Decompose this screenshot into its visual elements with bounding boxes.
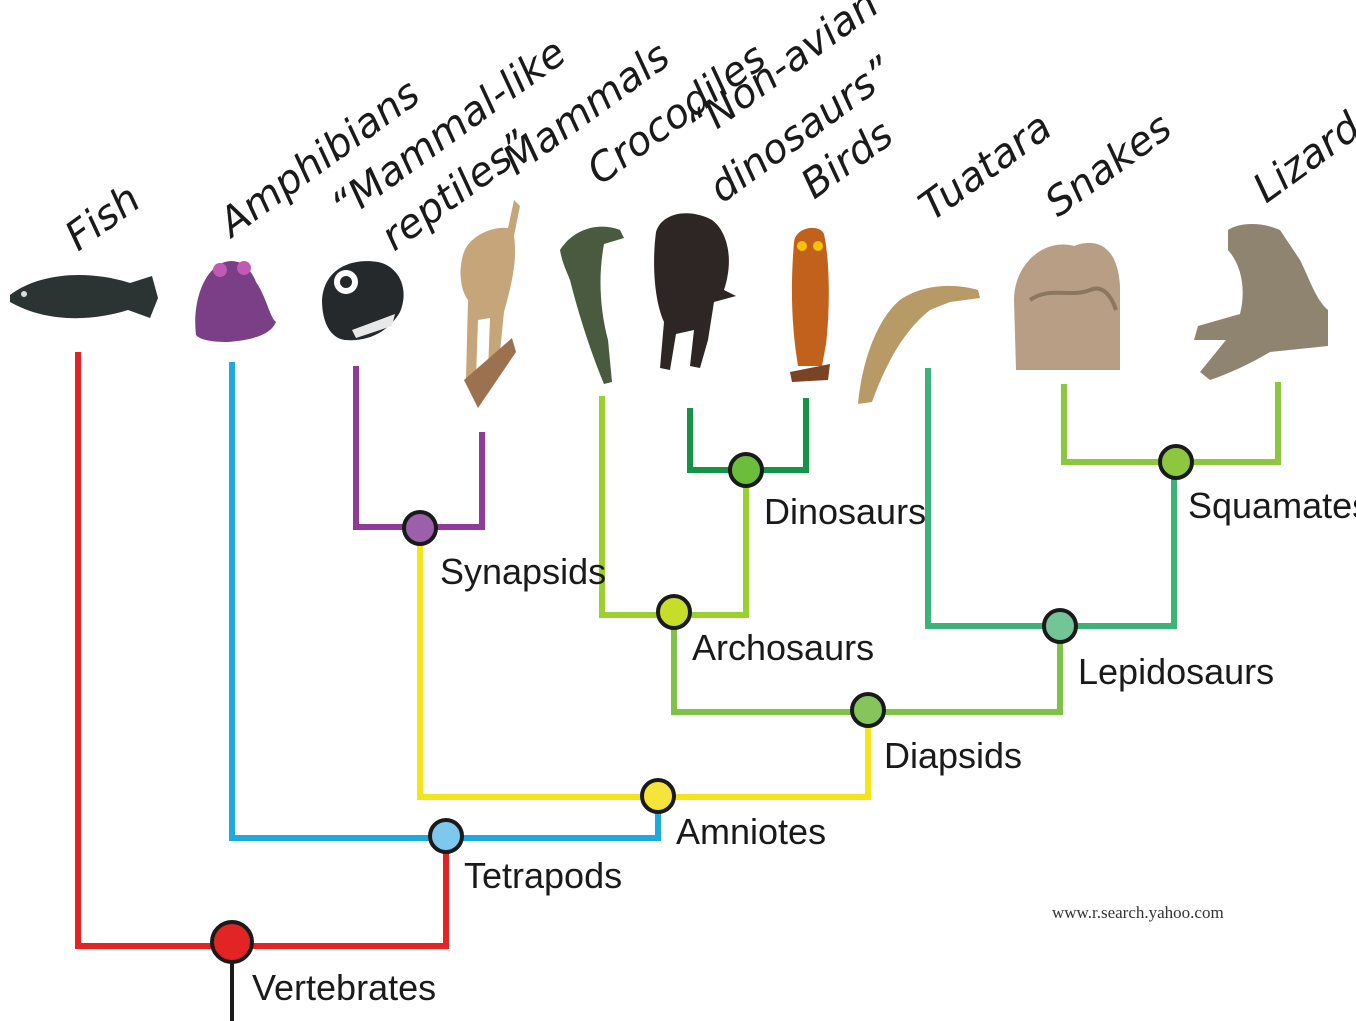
lepidosaurs-branch xyxy=(928,368,1174,626)
dinosaurs-node xyxy=(730,454,762,486)
tetrapods-label: Tetrapods xyxy=(464,855,622,896)
dinosaurs-label: Dinosaurs xyxy=(764,491,926,532)
tuatara-illustration xyxy=(858,286,980,404)
skull-illustration xyxy=(322,261,404,340)
diapsids-node xyxy=(852,694,884,726)
tetrapods-branch xyxy=(232,362,658,838)
archosaurs-label: Archosaurs xyxy=(692,627,874,668)
synapsids-branch xyxy=(356,366,482,527)
vertebrates-branch xyxy=(78,352,446,946)
owl-illustration xyxy=(790,228,830,382)
crocodile-illustration xyxy=(560,227,624,384)
taxon-fish: Fish xyxy=(57,176,149,260)
taxon-lizards: Lizards xyxy=(1245,92,1356,212)
archosaurs-node xyxy=(658,596,690,628)
fish-illustration xyxy=(10,275,158,318)
squamates-label: Squamates xyxy=(1188,485,1356,526)
triceratops-skeleton-illustration xyxy=(654,213,736,370)
tetrapods-node xyxy=(430,820,462,852)
taxon-tuatara: Tuatara xyxy=(911,104,1061,230)
lizard-illustration xyxy=(1194,224,1328,380)
source-credit: www.r.search.yahoo.com xyxy=(1052,903,1224,922)
amniotes-node xyxy=(642,780,674,812)
frog-illustration xyxy=(195,261,276,342)
diapsids-label: Diapsids xyxy=(884,735,1022,776)
taxon-snakes: Snakes xyxy=(1037,104,1180,226)
snake-illustration xyxy=(1014,243,1120,370)
squamates-node xyxy=(1160,446,1192,478)
cheetah-illustration xyxy=(461,200,520,408)
synapsids-label: Synapsids xyxy=(440,551,606,592)
lepidosaurs-label: Lepidosaurs xyxy=(1078,651,1274,692)
vertebrates-label: Vertebrates xyxy=(252,967,436,1008)
archosaurs-branch xyxy=(602,396,746,615)
vertebrates-node xyxy=(212,922,252,962)
synapsids-node xyxy=(404,512,436,544)
amniotes-label: Amniotes xyxy=(676,811,826,852)
lepidosaurs-node xyxy=(1044,610,1076,642)
